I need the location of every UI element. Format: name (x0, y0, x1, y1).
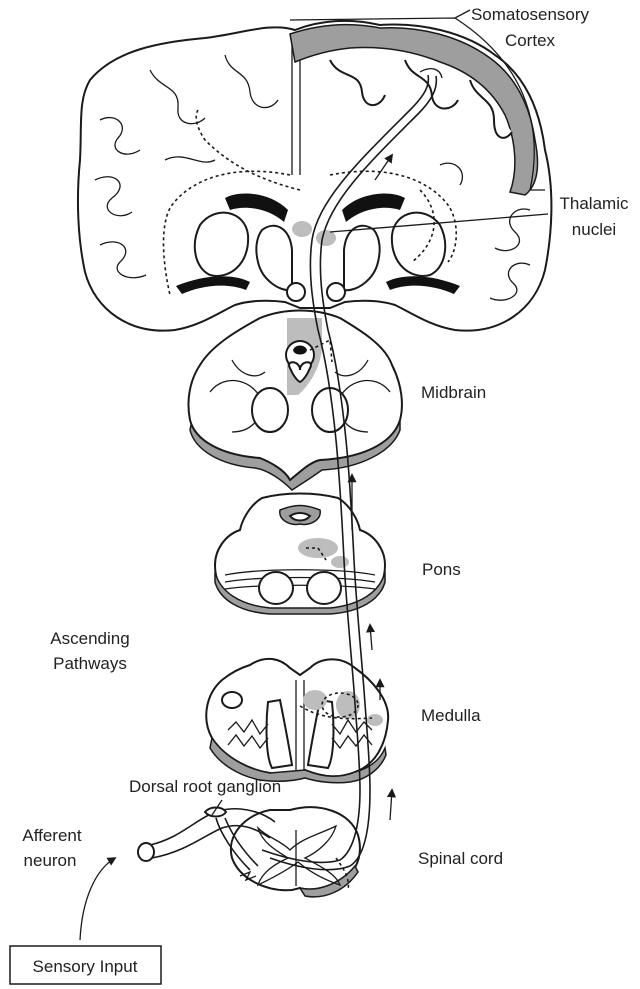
label-midbrain: Midbrain (421, 383, 486, 402)
label-spinal-cord: Spinal cord (418, 849, 503, 868)
sensory-input-box: Sensory Input (10, 946, 161, 984)
label-afferent-1: Afferent (22, 826, 82, 845)
pons-section (215, 494, 385, 615)
label-thalamic-1: Thalamic (560, 194, 629, 213)
spinal-cord-section (231, 807, 360, 897)
label-somatosensory-1: Somatosensory (471, 5, 590, 24)
label-sensory-input: Sensory Input (33, 957, 138, 976)
label-medulla: Medulla (421, 706, 481, 725)
cortex-leader-line (455, 10, 470, 18)
arrow-sensory-input (80, 858, 115, 940)
label-ascending-1: Ascending (50, 629, 129, 648)
medulla-section (206, 659, 388, 783)
midbrain-section (188, 311, 401, 491)
label-thalamic-2: nuclei (572, 220, 616, 239)
arrow-spinal (390, 790, 392, 820)
label-ascending-2: Pathways (53, 654, 127, 673)
label-somatosensory-2: Cortex (505, 31, 556, 50)
label-pons: Pons (422, 560, 461, 579)
label-afferent-2: neuron (24, 851, 77, 870)
arrow-pons (370, 625, 372, 650)
label-dorsal-root-ganglion: Dorsal root ganglion (129, 777, 281, 796)
coronal-brain-section (78, 21, 551, 331)
